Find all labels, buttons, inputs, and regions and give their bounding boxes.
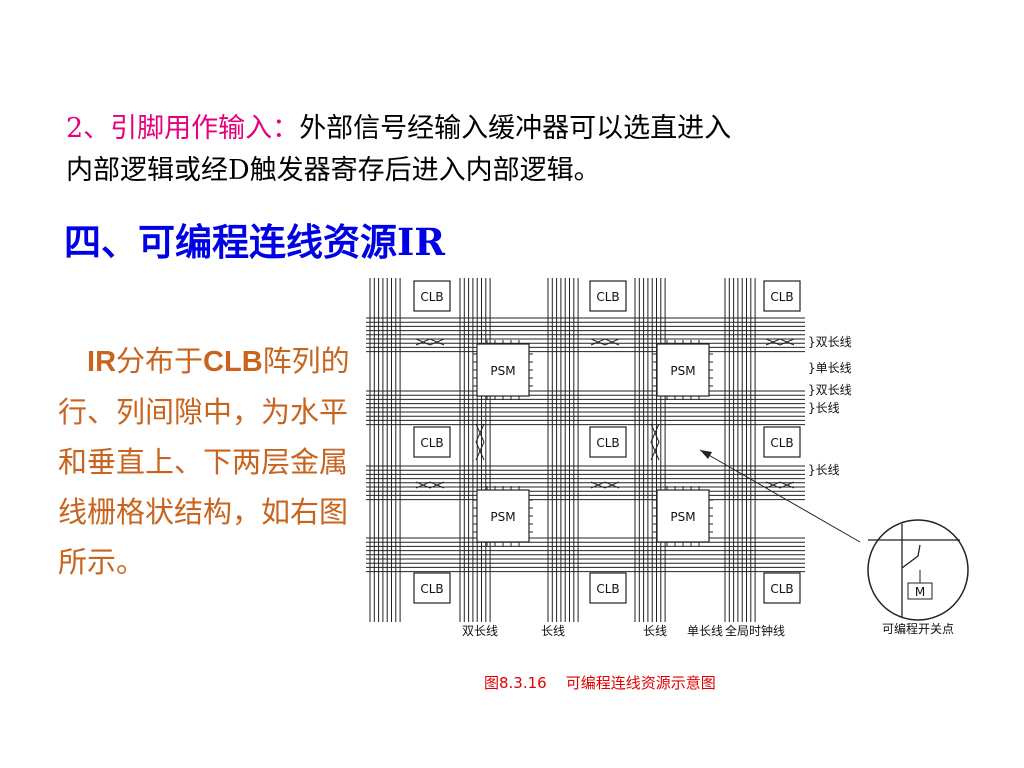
wire-crossing [650, 423, 660, 461]
memory-cell-box [907, 582, 933, 600]
clb-block [413, 426, 451, 458]
pointer-line [699, 449, 861, 543]
clb-block [589, 280, 627, 312]
clb-term: CLB [203, 346, 263, 378]
clb-block [413, 280, 451, 312]
wire-crossing [590, 338, 620, 346]
clb-label: CLB [770, 290, 793, 304]
bottom-wire-label: 双长线 [462, 624, 498, 638]
section-heading: 四、可编程连线资源IR [64, 220, 446, 264]
clb-label: CLB [420, 290, 443, 304]
psm-block [476, 489, 530, 543]
wire-crossing [590, 481, 620, 489]
desc-text-2: 阵列的行、列间隙中，为水平和垂直上、下两层金属线栅格状结构，如右图所示。 [58, 344, 350, 579]
point-2-text-line2: 内部逻辑或经D触发器寄存后进入内部逻辑。 [66, 155, 601, 186]
right-wire-label: }双长线 [808, 335, 852, 349]
right-wire-label: }长线 [808, 463, 840, 477]
ir-description: IR分布于CLB阵列的行、列间隙中，为水平和垂直上、下两层金属线栅格状结构，如右… [58, 336, 350, 587]
clb-block [763, 426, 801, 458]
diagram-labels: }双长线 }单长线 }双长线 }长线 }长线双长线 长线 长线 单长线全局时钟线 [462, 335, 852, 638]
switch-point-caption: 可编程开关点 [882, 621, 954, 636]
psm-label: PSM [670, 510, 695, 524]
clb-label: CLB [596, 290, 619, 304]
figure-caption: 图8.3.16 可编程连线资源示意图 [484, 672, 716, 693]
memory-cell-label: M [915, 585, 925, 599]
cell-blocks: CLB CLB CLB CLB CLB CLB CLB CLB CLB PSM PSM PSM PSM [413, 280, 801, 604]
wire-crossing [475, 423, 485, 461]
pointer-arrowhead [700, 450, 712, 459]
wire-crossing [475, 423, 485, 461]
figure-title: 可编程连线资源示意图 [565, 674, 716, 692]
clb-block [413, 572, 451, 604]
point-2-paragraph: 2、引脚用作输入：外部信号经输入缓冲器可以选直进入 内部逻辑或经D触发器寄存后进… [66, 108, 926, 192]
psm-label: PSM [490, 364, 515, 378]
clb-block [763, 572, 801, 604]
clb-label: CLB [596, 436, 619, 450]
wire-crossing [590, 338, 620, 346]
switch-zoom: M 可编程开关点 [699, 449, 969, 636]
ir-term: IR [87, 346, 117, 378]
clb-block [763, 280, 801, 312]
psm-label: PSM [490, 510, 515, 524]
wire-crossing [650, 423, 660, 461]
bottom-wire-label: 单长线 [687, 624, 723, 638]
clb-label: CLB [770, 436, 793, 450]
wire-crossing [590, 481, 620, 489]
wire-crossing [765, 338, 795, 346]
figure-number: 图8.3.16 [484, 674, 547, 692]
wire-crossing [765, 481, 795, 489]
wire-crossing [415, 481, 445, 489]
clb-label: CLB [420, 582, 443, 596]
bottom-wire-label: 全局时钟线 [725, 623, 785, 638]
bottom-wire-label: 长线 [643, 624, 667, 638]
wire-crossing [415, 481, 445, 489]
wire-crossing [415, 338, 445, 346]
point-2-lead: 2、引脚用作输入： [66, 113, 300, 144]
desc-text-1: 分布于 [116, 344, 204, 378]
clb-block [589, 426, 627, 458]
clb-block [589, 572, 627, 604]
zoom-switch [901, 544, 921, 569]
wire-crossing [765, 338, 795, 346]
zoom-circle [867, 519, 969, 621]
clb-label: CLB [596, 582, 619, 596]
clb-label: CLB [420, 436, 443, 450]
right-wire-label: }双长线 [808, 383, 852, 397]
right-wire-label: }长线 [808, 401, 840, 415]
wire-crossing [765, 481, 795, 489]
right-wire-label: }单长线 [808, 361, 852, 375]
bottom-wire-label: 长线 [541, 624, 565, 638]
clb-label: CLB [770, 582, 793, 596]
psm-label: PSM [670, 364, 695, 378]
point-2-text-line1: 外部信号经输入缓冲器可以选直进入 [299, 113, 732, 144]
wire-grid [366, 278, 805, 622]
wire-crossing [415, 338, 445, 346]
